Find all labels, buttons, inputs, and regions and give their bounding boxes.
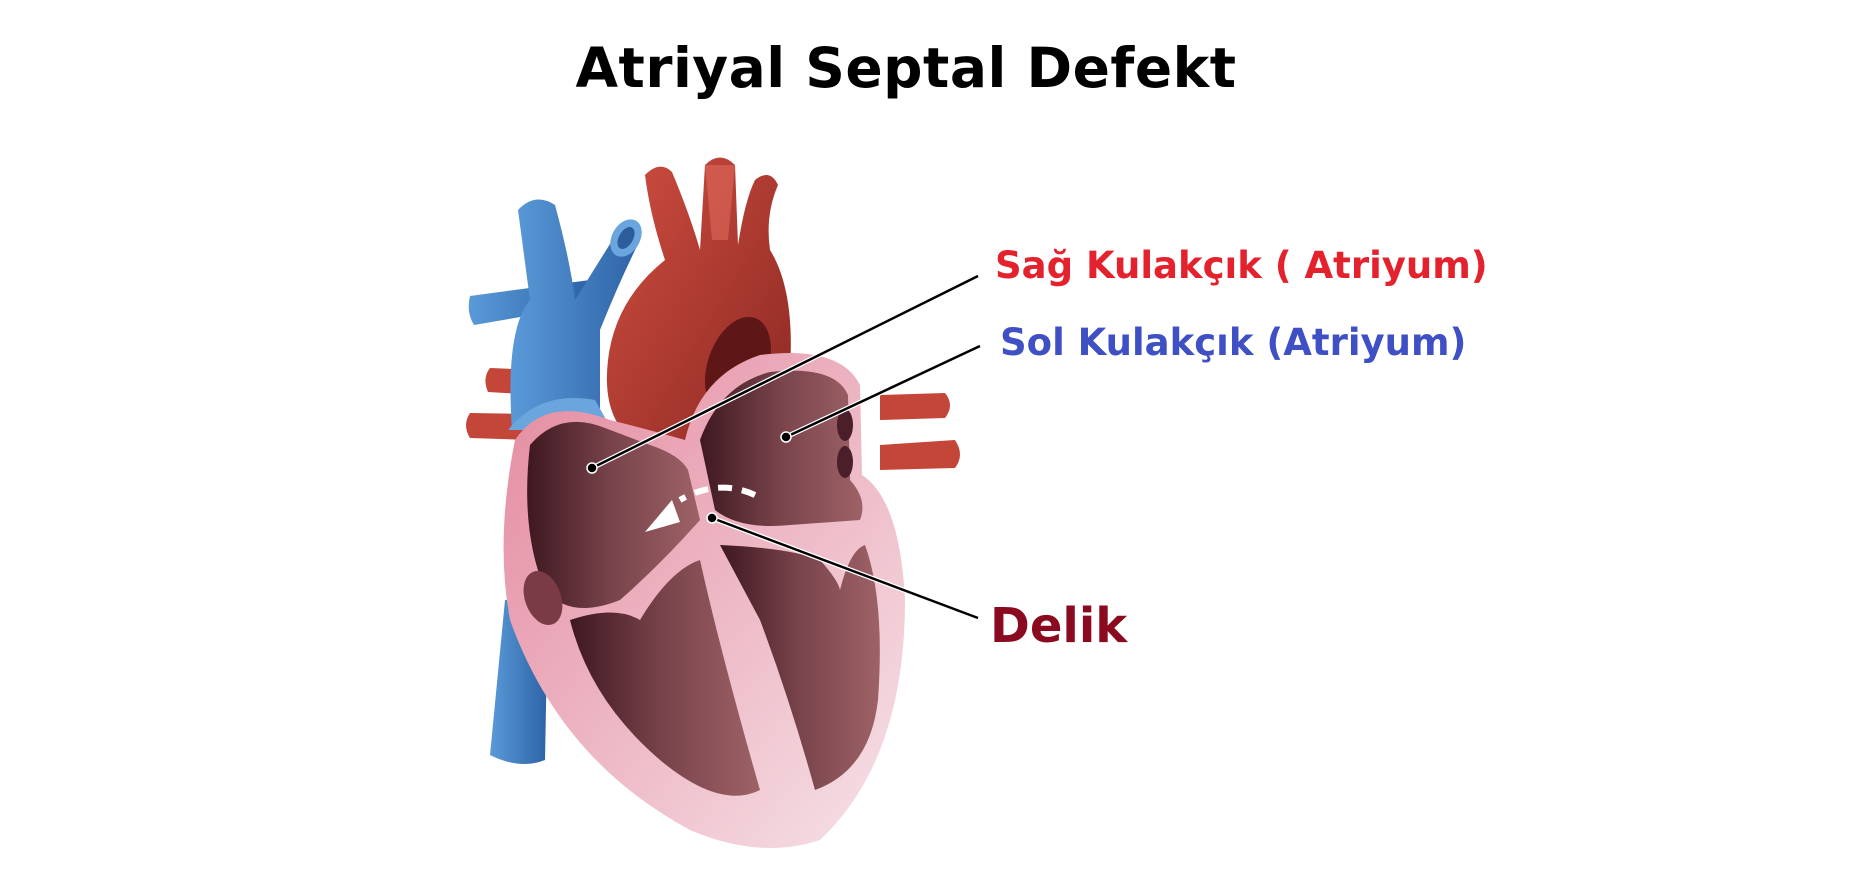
right-ventricle — [570, 560, 760, 796]
leader-line-hole — [706, 512, 979, 621]
diagram-title: Atriyal Septal Defekt — [575, 36, 1237, 100]
label-hole: Delik — [990, 598, 1128, 654]
right-atrium — [523, 421, 700, 626]
label-right-atrium: Sağ Kulakçık ( Atriyum) — [995, 244, 1488, 287]
leader-line-right-atrium — [586, 273, 980, 474]
leader-line-left-atrium — [780, 343, 982, 443]
label-left-atrium: Sol Kulakçık (Atriyum) — [1000, 321, 1467, 364]
left-atrium — [700, 370, 863, 526]
right-pulmonary-veins — [880, 393, 960, 470]
left-ventricle — [720, 545, 880, 790]
shunt-flow-arrow — [645, 484, 757, 532]
